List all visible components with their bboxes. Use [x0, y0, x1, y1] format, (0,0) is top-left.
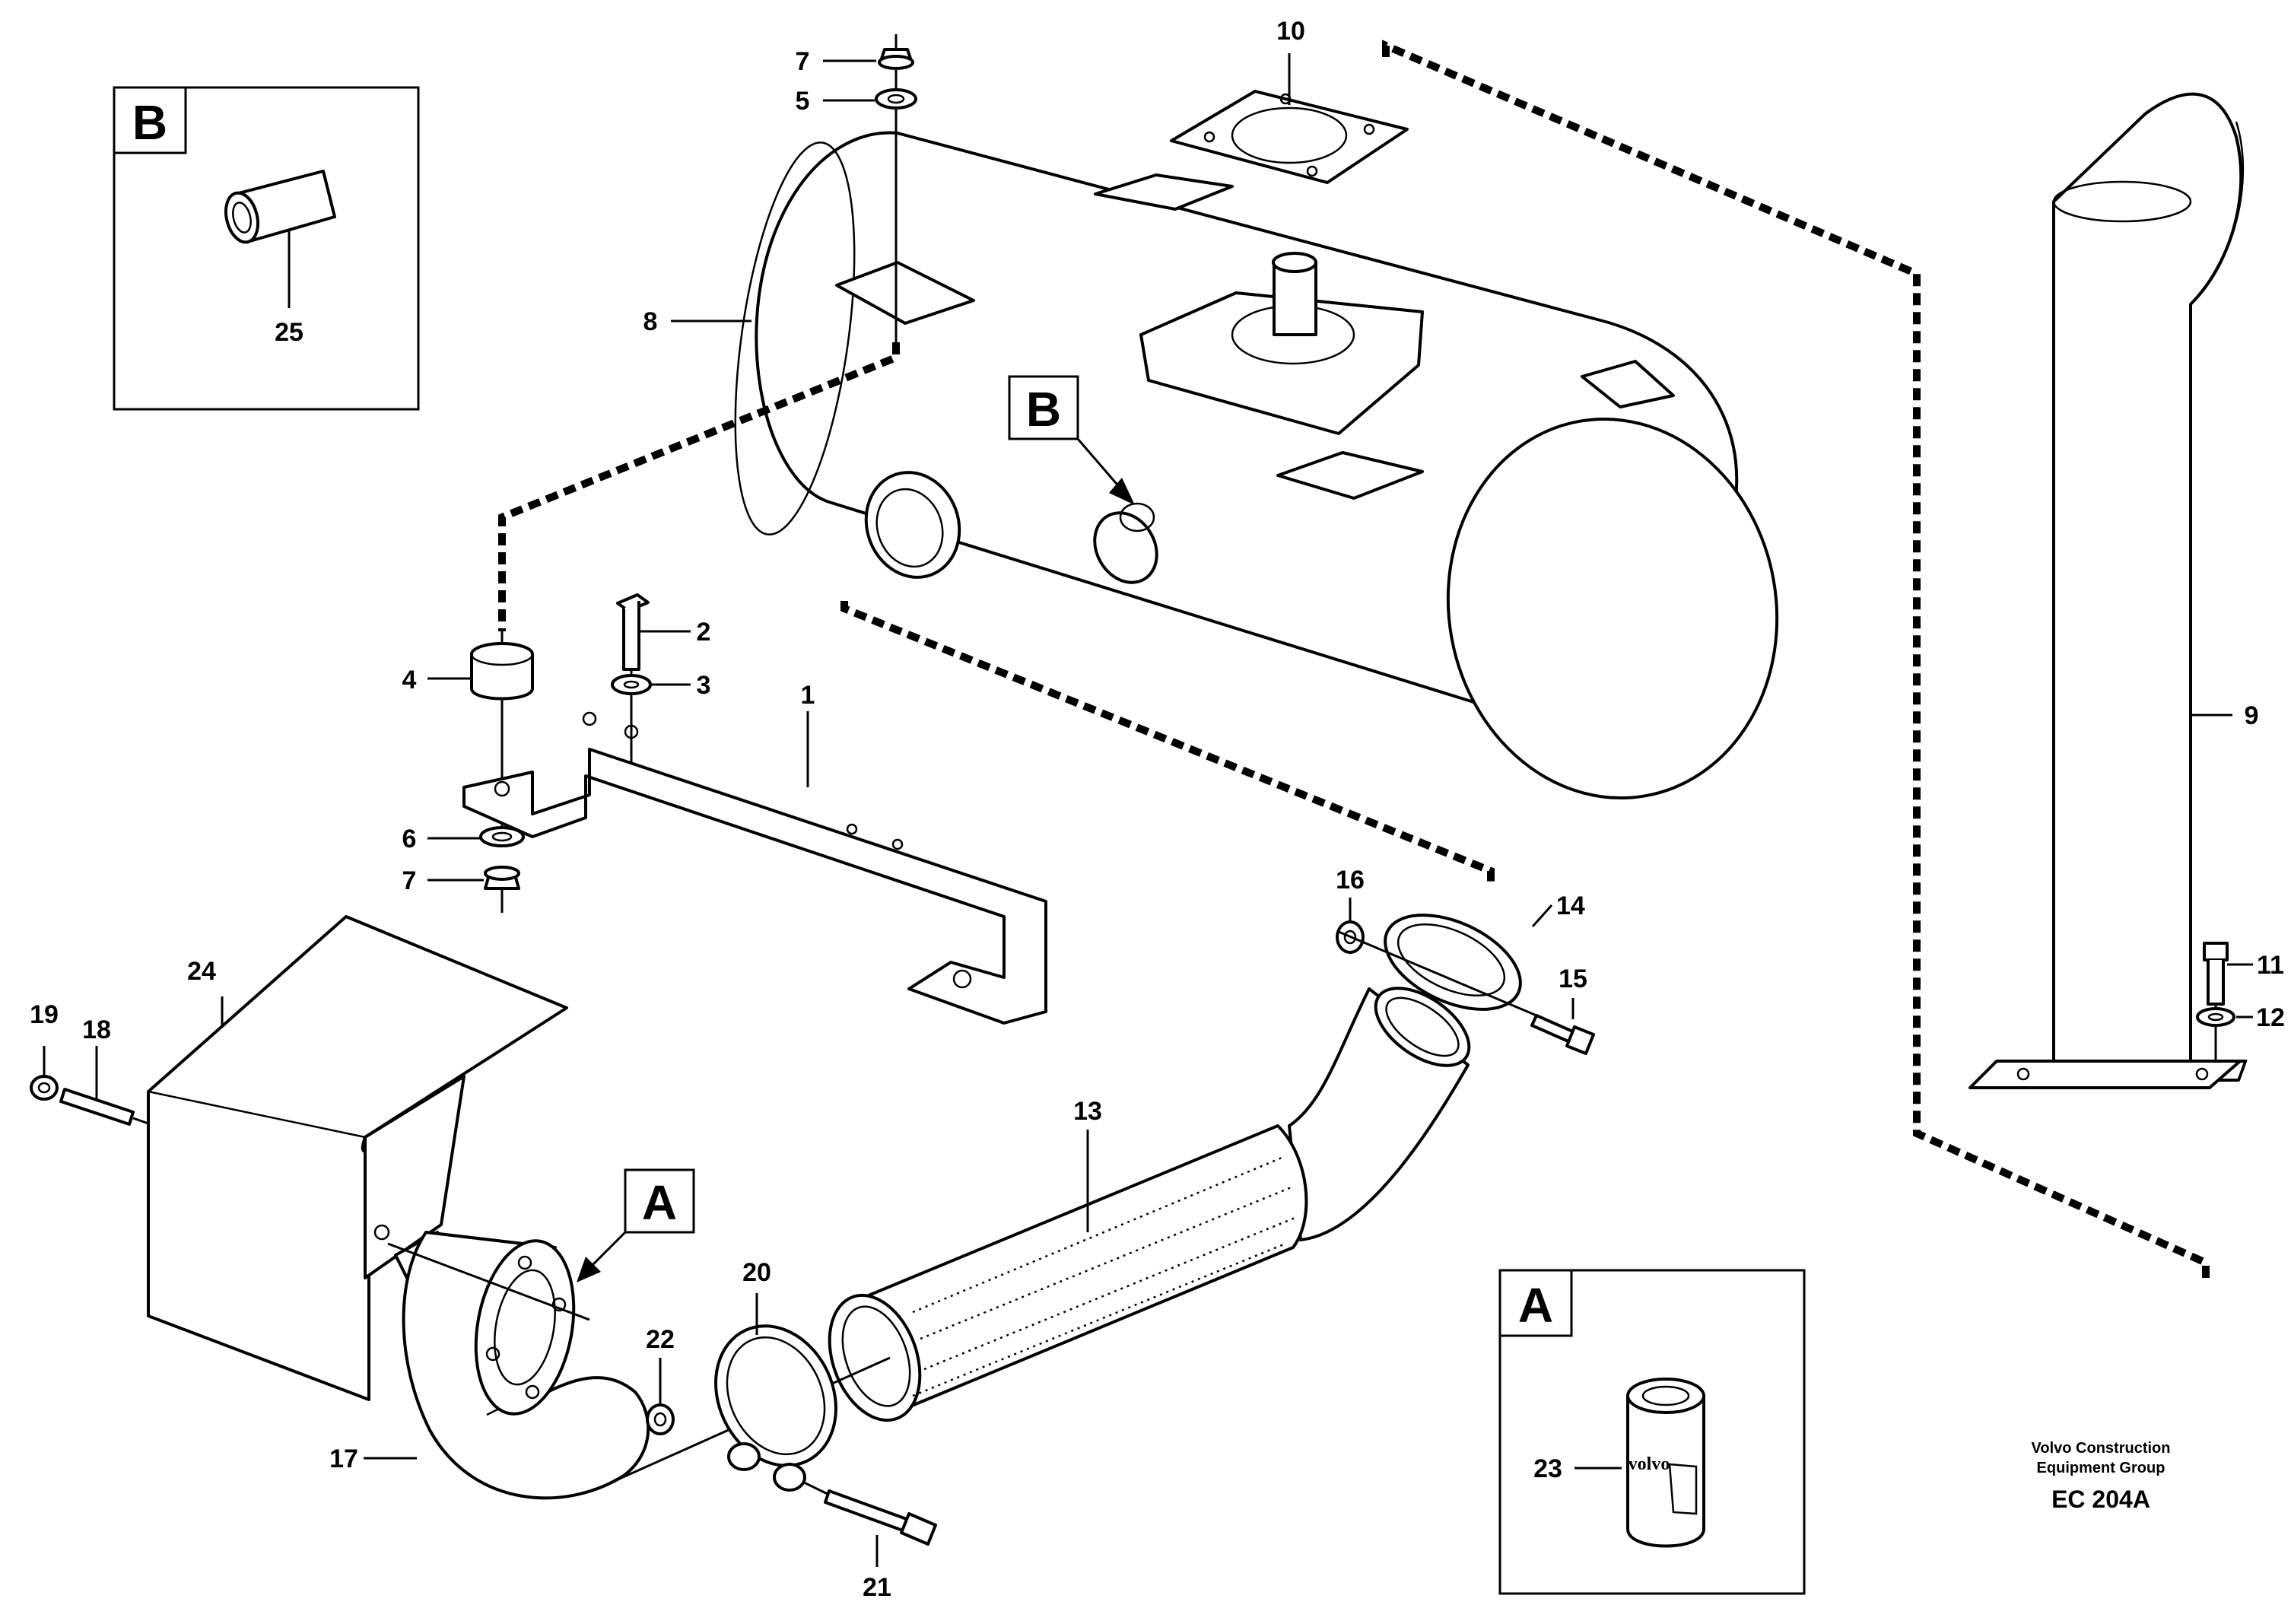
- callout-7-top: 7: [796, 47, 810, 76]
- detail-box-a-label: A: [1518, 1278, 1553, 1333]
- callout-12: 12: [2256, 1003, 2285, 1032]
- callout-5: 5: [796, 87, 810, 116]
- nut-part-19: [30, 1075, 59, 1101]
- filter-can-part-23: volvo: [1626, 1378, 1705, 1548]
- callout-4: 4: [402, 666, 417, 694]
- callout-14: 14: [1556, 891, 1585, 920]
- callout-25: 25: [275, 318, 303, 347]
- callout-20: 20: [742, 1258, 771, 1287]
- callout-22: 22: [646, 1325, 675, 1354]
- nut-part-7-top: [878, 34, 914, 342]
- detail-box-a: A volvo 23: [1498, 1269, 1806, 1595]
- ref-marker-b-label: B: [1026, 382, 1061, 437]
- bracket-part-1: [462, 711, 1047, 1025]
- bolt-part-18: [59, 1088, 149, 1126]
- footer-company-line1: Volvo Construction: [2032, 1440, 2171, 1457]
- bolt-part-15: [1530, 1014, 1595, 1055]
- callout-21: 21: [863, 1573, 891, 1602]
- callout-18: 18: [82, 1015, 111, 1044]
- muffler-part-8: [734, 131, 1779, 800]
- elbow-pipe-part-17: [402, 1231, 650, 1500]
- ref-marker-a-label: A: [642, 1175, 677, 1230]
- exhaust-stack-part-9: [1968, 92, 2248, 1089]
- callout-23: 23: [1533, 1454, 1562, 1483]
- callout-17: 17: [329, 1444, 358, 1473]
- clamp-part-14: [1384, 914, 1522, 1011]
- callout-19: 19: [30, 1000, 59, 1029]
- filter-brand-text: volvo: [1628, 1454, 1670, 1474]
- callout-7-bottom: 7: [402, 866, 417, 895]
- callout-9: 9: [2245, 701, 2259, 730]
- bolt-part-21: [802, 1480, 937, 1546]
- callout-6: 6: [402, 825, 417, 853]
- callout-3: 3: [697, 671, 711, 700]
- callout-10: 10: [1276, 17, 1305, 46]
- nut-part-7-bottom: [484, 866, 520, 913]
- washer-part-5: [875, 88, 917, 110]
- nut-part-22: [646, 1403, 675, 1435]
- clamp-part-20: [714, 1324, 837, 1492]
- callout-11: 11: [2257, 951, 2284, 980]
- detail-box-b-label: B: [132, 95, 167, 150]
- callout-2: 2: [697, 618, 711, 647]
- ref-marker-a: A: [577, 1168, 695, 1282]
- callout-13: 13: [1073, 1097, 1102, 1126]
- footer-code: EC 204A: [2051, 1486, 2150, 1513]
- callout-16: 16: [1336, 866, 1365, 895]
- sleeve-part-25: [224, 170, 336, 244]
- callout-15: 15: [1559, 965, 1587, 993]
- gasket-part-10: [1170, 90, 1409, 184]
- damper-part-4: [470, 631, 534, 837]
- callout-8: 8: [643, 307, 658, 336]
- washer-part-12: [2196, 1007, 2235, 1027]
- washer-part-3: [611, 674, 652, 695]
- footer-block: Volvo Construction Equipment Group EC 20…: [2032, 1440, 2171, 1513]
- footer-company-line2: Equipment Group: [2037, 1460, 2165, 1476]
- ref-marker-b: B: [1008, 375, 1135, 505]
- detail-box-b: B 25: [113, 86, 420, 411]
- assembly-line-stack: [1382, 40, 2210, 1278]
- assembly-line-pipe: [840, 601, 1495, 886]
- callout-24: 24: [187, 957, 216, 986]
- flex-hose-part-13: [828, 987, 1471, 1422]
- washer-part-6: [479, 826, 525, 847]
- bolt-part-11: [2203, 942, 2229, 1061]
- assembly-line-mount: [498, 342, 900, 631]
- callout-1: 1: [801, 681, 815, 710]
